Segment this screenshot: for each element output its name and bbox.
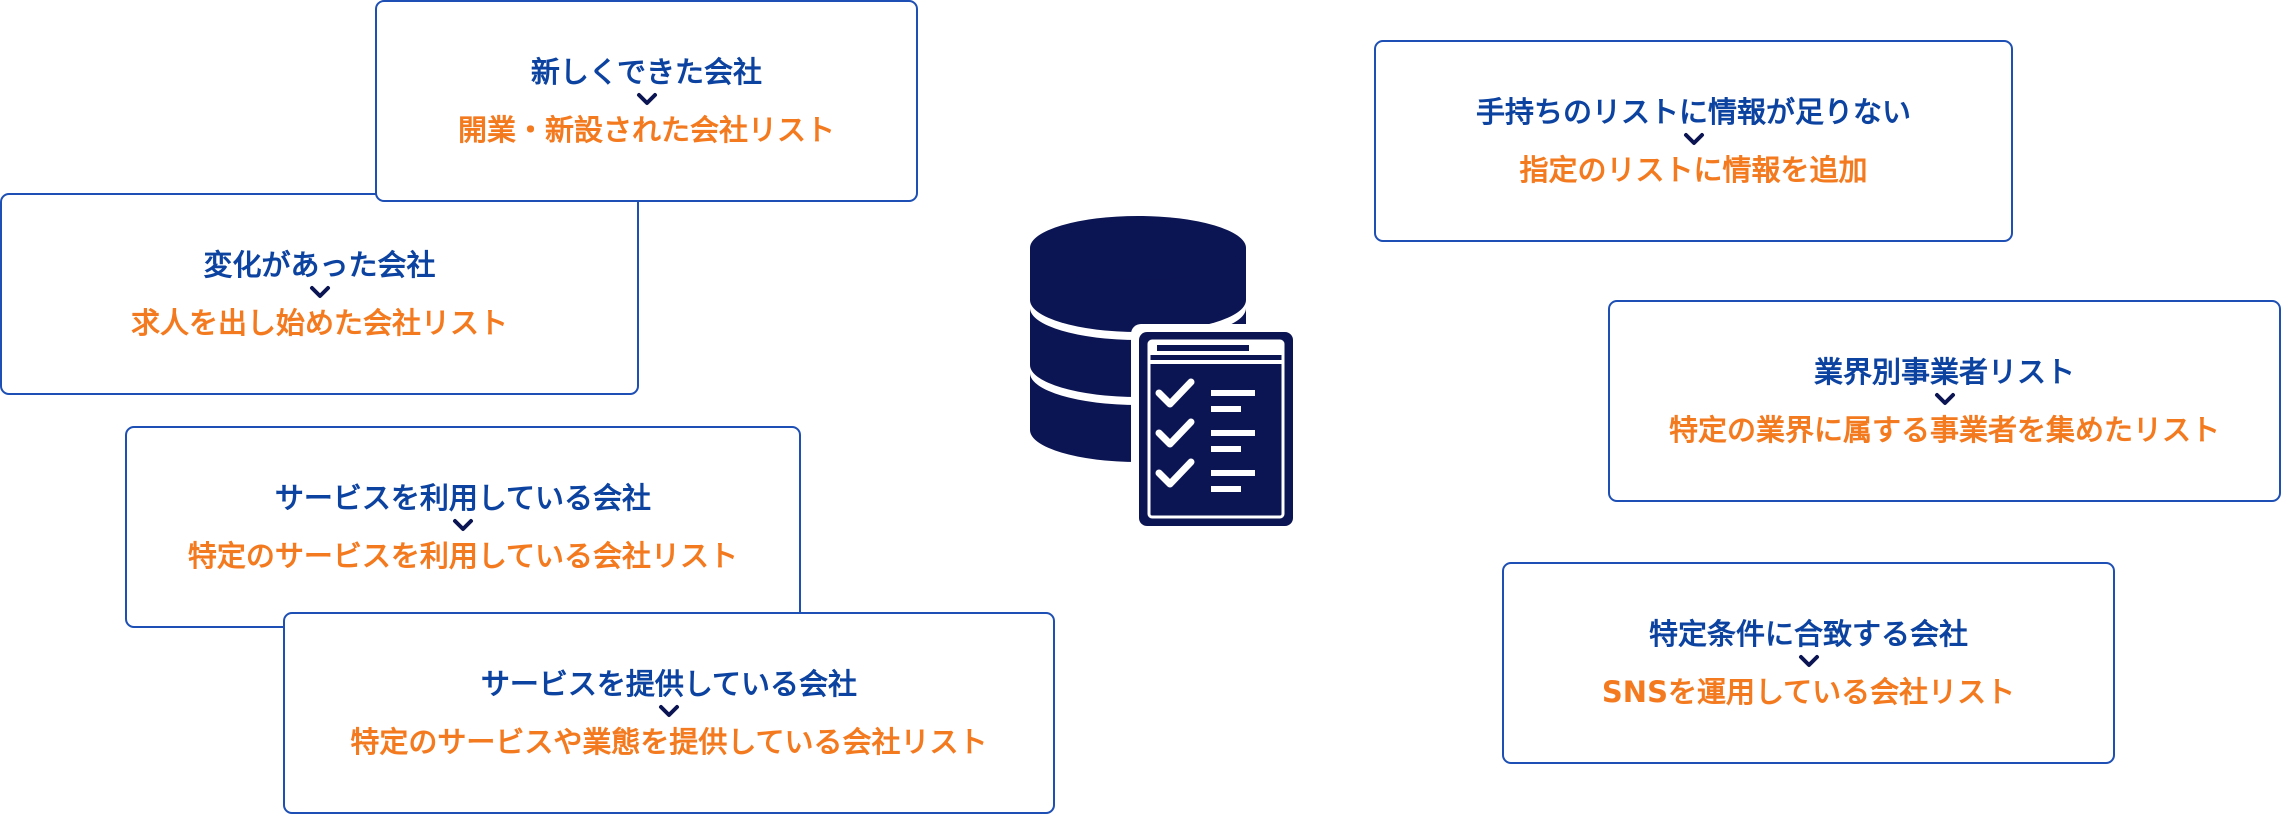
chevron-down-icon [309, 286, 330, 298]
card-list-name: SNSを運用している会社リスト [1601, 675, 2016, 709]
card-title: 手持ちのリストに情報が足りない [1475, 95, 1911, 129]
category-card-specific-conditions: 特定条件に合致する会社 SNSを運用している会社リスト [1502, 562, 2115, 764]
card-title: 新しくできた会社 [530, 55, 763, 89]
chevron-down-icon [1798, 655, 1819, 667]
card-title: サービスを提供している会社 [480, 667, 858, 701]
category-card-new-companies: 新しくできた会社 開業・新設された会社リスト [375, 0, 918, 202]
card-list-name: 特定のサービスや業態を提供している会社リスト [350, 725, 988, 759]
card-list-name: 特定の業界に属する事業者を集めたリスト [1668, 413, 2220, 447]
chevron-down-icon [1683, 133, 1704, 145]
database-checklist-icon [1030, 216, 1301, 534]
category-card-service-providers: サービスを提供している会社 特定のサービスや業態を提供している会社リスト [283, 612, 1055, 814]
card-list-name: 特定のサービスを利用している会社リスト [187, 539, 739, 573]
card-list-name: 開業・新設された会社リスト [457, 113, 835, 147]
card-list-name: 求人を出し始めた会社リスト [130, 306, 508, 340]
card-list-name: 指定のリストに情報を追加 [1519, 153, 1868, 187]
card-title: 変化があった会社 [203, 248, 436, 282]
chevron-down-icon [1934, 393, 1955, 405]
category-card-industry-list: 業界別事業者リスト 特定の業界に属する事業者を集めたリスト [1608, 300, 2281, 502]
card-title: 業界別事業者リスト [1813, 355, 2075, 389]
category-card-insufficient-info: 手持ちのリストに情報が足りない 指定のリストに情報を追加 [1374, 40, 2013, 242]
category-card-service-users: サービスを利用している会社 特定のサービスを利用している会社リスト [125, 426, 801, 628]
card-title: サービスを利用している会社 [274, 481, 652, 515]
category-card-changed-companies: 変化があった会社 求人を出し始めた会社リスト [0, 193, 639, 395]
chevron-down-icon [453, 519, 473, 531]
checklist-icon [1131, 324, 1301, 534]
chevron-down-icon [659, 705, 679, 717]
card-title: 特定条件に合致する会社 [1648, 617, 1968, 651]
chevron-down-icon [636, 93, 657, 105]
